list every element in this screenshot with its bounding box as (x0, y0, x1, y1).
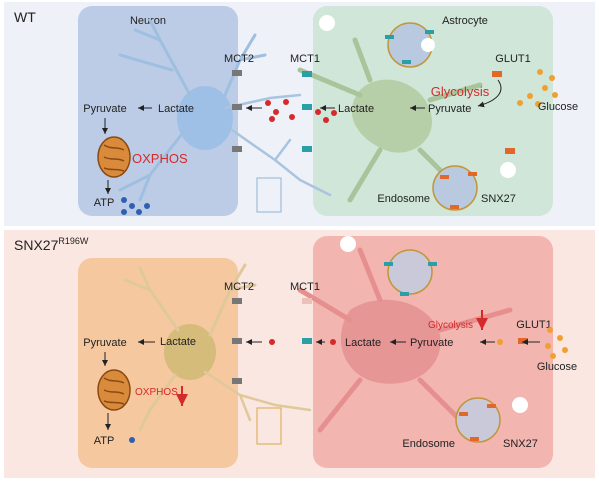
mct1-transporter-faded-icon (302, 298, 312, 304)
mutant-snx27-label: SNX27 (503, 438, 538, 450)
glut1-transporter-icon (492, 71, 502, 77)
wt-mct2-label: MCT2 (224, 53, 254, 65)
wt-atp-dots (121, 197, 150, 215)
wt-glucose-label: Glucose (538, 101, 578, 113)
wt-astrocyte-label: Astrocyte (442, 15, 488, 27)
wt-oxphos-label: OXPHOS (132, 151, 188, 166)
mutant-oxphos-label: OXPHOS (135, 387, 178, 398)
wt-neuron-pyruvate-label: Pyruvate (83, 103, 126, 115)
wt-astrocyte-pyruvate-label: Pyruvate (428, 103, 471, 115)
vesicle-icon (421, 38, 435, 52)
wt-panel: WT Neuron Astrocyte (4, 2, 595, 226)
mutant-condition-label: SNX27R196W (14, 236, 89, 253)
wt-endosome-top (319, 15, 435, 68)
mct2-transporter-icon (232, 298, 242, 304)
mitochondrion-icon (97, 369, 131, 411)
mutant-mct2-transporters (232, 298, 242, 384)
wt-neuron-label: Neuron (130, 15, 166, 27)
mutant-endosome-bottom (455, 397, 528, 443)
wt-atp-label: ATP (94, 197, 115, 209)
mutant-atp-label: ATP (94, 435, 115, 447)
mct1-transporter-icon (425, 30, 434, 34)
mutant-atp-dot (129, 437, 135, 443)
mct1-transporter-icon (400, 292, 409, 296)
mct2-transporter-icon (232, 70, 242, 76)
mutant-neuron-pyruvate-label: Pyruvate (83, 337, 126, 349)
mutant-glut1-label: GLUT1 (516, 319, 551, 331)
mct2-transporter-icon (232, 104, 242, 110)
glut1-transporter-icon (518, 338, 528, 344)
glut1-transporter-icon (487, 404, 496, 408)
wt-mct1-label: MCT1 (290, 53, 320, 65)
vesicle-icon (512, 397, 528, 413)
wt-endosome-bottom (432, 162, 516, 211)
mitochondrion-icon (97, 136, 131, 178)
mutant-mct2-label: MCT2 (224, 281, 254, 293)
mct1-transporter-icon (302, 146, 312, 152)
wt-mct1-transporters (302, 71, 312, 152)
mutant-lactate-dot (330, 339, 336, 345)
wt-astrocyte-lactate-label: Lactate (338, 103, 374, 115)
mct1-transporter-icon (302, 338, 312, 344)
mct1-transporter-icon (428, 262, 437, 266)
glut1-transporter-icon (440, 175, 449, 179)
wt-condition-label: WT (14, 9, 36, 25)
mutant-astrocyte-lactate-label: Lactate (345, 337, 381, 349)
mct2-transporter-icon (232, 338, 242, 344)
glut1-transporter-icon (505, 148, 515, 154)
mutant-neuron-lactate-label: Lactate (160, 336, 196, 348)
mutant-astrocyte-pyruvate-label: Pyruvate (410, 337, 453, 349)
mutant-neuron-cell (123, 263, 312, 432)
glut1-transporter-icon (470, 437, 479, 441)
mct2-transporter-icon (232, 378, 242, 384)
mutant-condition-name: SNX27 (14, 237, 59, 253)
mutant-endosome-top (340, 236, 437, 296)
wt-mct2-transporters (232, 70, 242, 152)
mutant-condition-superscript: R196W (58, 236, 89, 246)
mutant-synapse-inset (256, 407, 282, 445)
wt-glycolysis-label: Glycolysis (431, 84, 490, 99)
glut1-transporter-icon (450, 205, 459, 209)
mutant-mct1-label: MCT1 (290, 281, 320, 293)
mutant-glycolysis-label: Glycolysis (428, 320, 473, 331)
mct1-transporter-icon (302, 104, 312, 110)
wt-endosome-label: Endosome (377, 193, 430, 205)
mutant-glucose-dots (545, 327, 568, 359)
wt-glucose-to-pyruvate-arrow (477, 79, 502, 108)
glut1-transporter-icon (459, 412, 468, 416)
wt-snx27-label: SNX27 (481, 193, 516, 205)
wt-astrocyte-cell (297, 37, 483, 203)
glut1-transporter-icon (468, 172, 477, 176)
wt-neuron-cell (118, 18, 332, 202)
mct1-transporter-icon (402, 60, 411, 64)
mutant-panel: SNX27R196W (4, 230, 595, 478)
vesicle-icon (500, 162, 516, 178)
vesicle-icon (319, 15, 335, 31)
mutant-lactate-dot (269, 339, 275, 345)
mutant-endosome-label: Endosome (402, 438, 455, 450)
mct1-transporter-icon (385, 35, 394, 39)
mct1-transporter-icon (302, 71, 312, 77)
mutant-neuron-compartment (78, 258, 238, 468)
wt-glut1-label: GLUT1 (495, 53, 530, 65)
mct1-transporter-icon (384, 262, 393, 266)
wt-lactate-dots (265, 99, 337, 123)
wt-synapse-inset (256, 177, 282, 213)
wt-neuron-lactate-label: Lactate (158, 103, 194, 115)
wt-glucose-dots (517, 69, 558, 107)
mutant-glucose-intracellular-dot (497, 339, 503, 345)
mutant-glucose-label: Glucose (537, 361, 577, 373)
vesicle-icon (340, 236, 356, 252)
mct2-transporter-icon (232, 146, 242, 152)
